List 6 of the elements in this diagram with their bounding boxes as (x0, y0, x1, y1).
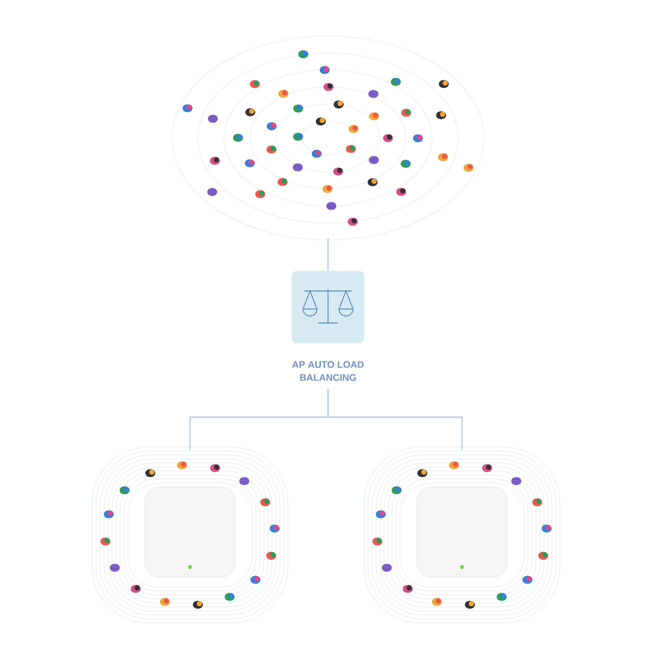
access-point-drawing (364, 446, 560, 624)
caption-text: AP AUTO LOAD BALANCING (292, 361, 364, 381)
access-point-drawing (92, 446, 288, 624)
connector-line (327, 238, 329, 271)
crowd-drawing (172, 36, 484, 240)
connector-line (327, 389, 463, 450)
